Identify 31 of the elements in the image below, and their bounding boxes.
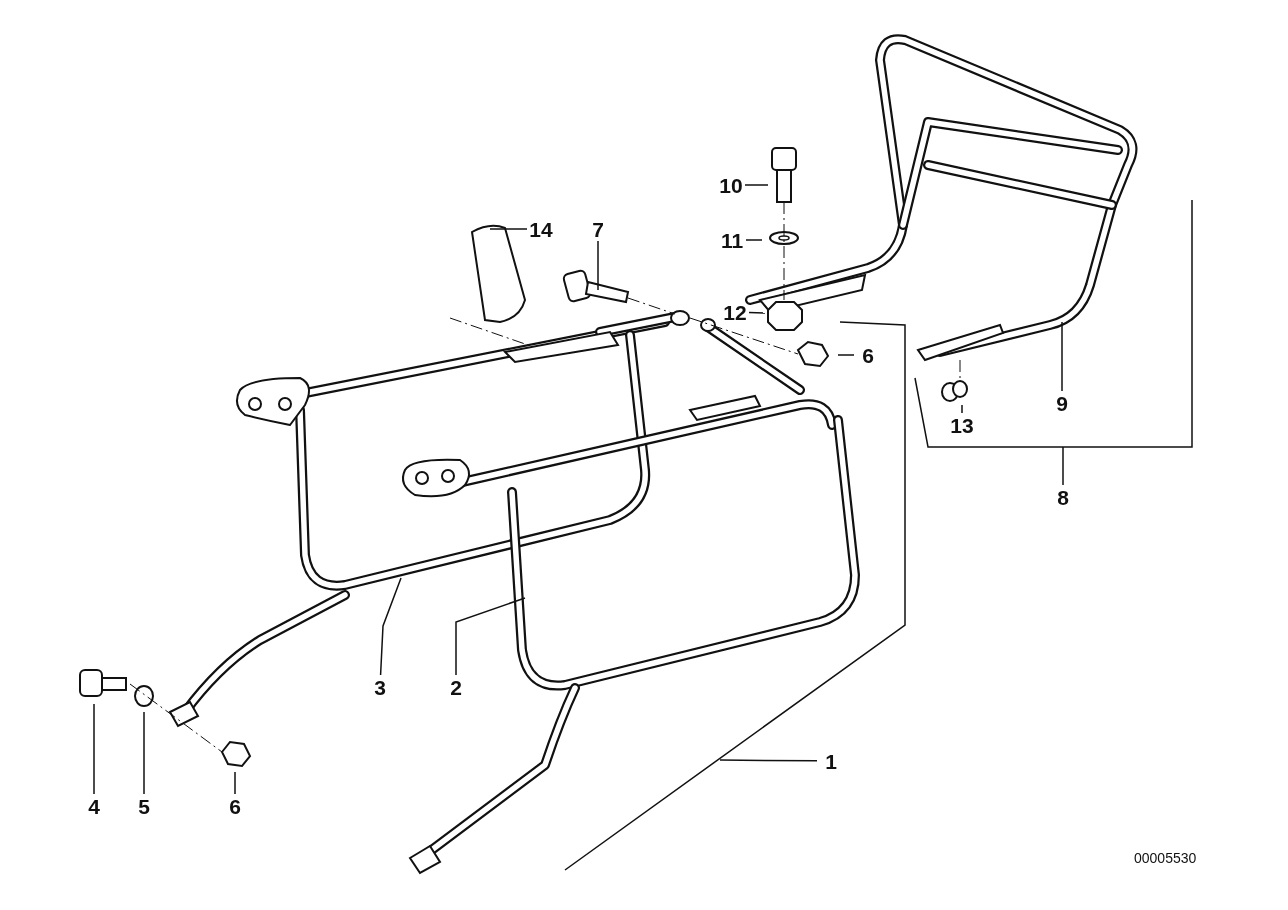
leader-line [489, 228, 528, 230]
callout-number: 6 [862, 344, 874, 366]
callout-number: 8 [1057, 486, 1069, 508]
leader-line [745, 239, 763, 241]
leader-line [719, 759, 818, 762]
callout-number: 6 [229, 795, 241, 817]
callout-number: 12 [723, 301, 747, 323]
callout-number: 9 [1056, 392, 1068, 414]
callout-number: 11 [720, 229, 744, 251]
part-code: 00005530 [1134, 849, 1197, 868]
leader-line [837, 354, 855, 356]
leader-line [234, 771, 236, 795]
leader-line [744, 184, 769, 186]
callout-number: 10 [719, 174, 743, 196]
callout-number: 13 [950, 414, 974, 436]
callout-number: 3 [374, 676, 386, 698]
leader-line [1061, 321, 1063, 392]
leader-line [1062, 446, 1064, 486]
leader-line [379, 577, 402, 676]
callout-number: 7 [592, 218, 604, 240]
leader-line [961, 404, 963, 414]
leader-line [93, 703, 95, 795]
leader-line [143, 711, 145, 795]
callout-number: 4 [88, 795, 100, 817]
callout-number: 14 [529, 218, 553, 240]
leader-line [748, 311, 766, 314]
leader-line [597, 240, 599, 291]
callout-number: 5 [138, 795, 150, 817]
callout-number: 2 [450, 676, 462, 698]
leader-line [455, 597, 526, 676]
callout-number: 1 [825, 750, 837, 772]
